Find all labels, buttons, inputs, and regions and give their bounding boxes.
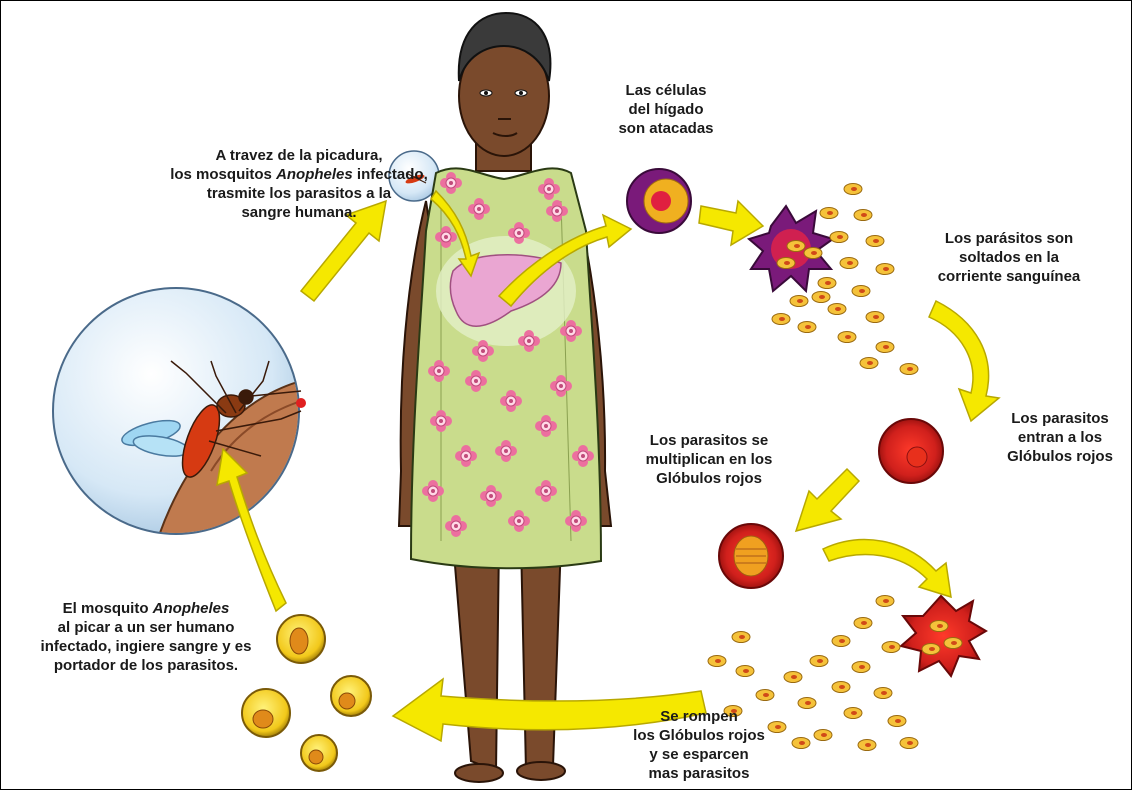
liver-cell-icon	[627, 169, 691, 233]
label-liver: Las células del hígado son atacadas	[601, 81, 731, 138]
label-bite-line1: A travez de la picadura,	[119, 146, 479, 165]
label-enter-rbc-line1: Los parasitos	[993, 409, 1127, 428]
label-mosquito-ingest-line3: infectado, ingiere sangre y es	[21, 637, 271, 656]
arrow-to-multiply	[796, 469, 859, 531]
label-multiply-line2: multiplican en los	[629, 450, 789, 469]
label-multiply: Los parasitos se multiplican en los Glób…	[629, 431, 789, 488]
arrow-to-rbc	[929, 301, 999, 421]
label-bite: A travez de la picadura, los mosquitos A…	[119, 146, 479, 222]
label-mosquito-ingest-line4: portador de los parasitos.	[21, 656, 271, 675]
arrow-to-rbc-burst	[823, 540, 951, 597]
label-enter-rbc-line2: entran a los	[993, 428, 1127, 447]
label-released: Los parásitos son soltados en la corrien…	[919, 229, 1099, 286]
label-burst: Se rompen los Glóbulos rojos y se esparc…	[609, 707, 789, 783]
label-bite-line3: trasmite los parasitos a la	[119, 184, 479, 203]
label-multiply-line3: Glóbulos rojos	[629, 469, 789, 488]
label-mosquito-ingest: El mosquito Anopheles al picar a un ser …	[21, 599, 271, 675]
label-liver-line3: son atacadas	[601, 119, 731, 138]
bursting-red-blood-cell-icon	[901, 596, 986, 676]
red-blood-cell-icon	[879, 419, 943, 483]
label-burst-line4: mas parasitos	[609, 764, 789, 783]
label-bite-line4: sangre humana.	[119, 203, 479, 222]
label-enter-rbc-line3: Glóbulos rojos	[993, 447, 1127, 466]
label-released-line2: soltados en la	[919, 248, 1099, 267]
label-burst-line1: Se rompen	[609, 707, 789, 726]
label-multiply-line1: Los parasitos se	[629, 431, 789, 450]
label-bite-line2: los mosquitos Anopheles infectado,	[119, 165, 479, 184]
label-released-line1: Los parásitos son	[919, 229, 1099, 248]
label-enter-rbc: Los parasitos entran a los Glóbulos rojo…	[993, 409, 1127, 466]
label-mosquito-ingest-line2: al picar a un ser humano	[21, 618, 271, 637]
label-burst-line3: y se esparcen	[609, 745, 789, 764]
infected-person-illustration	[399, 13, 611, 782]
infected-red-blood-cell-icon	[719, 524, 783, 588]
label-liver-line2: del hígado	[601, 100, 731, 119]
label-released-line3: corriente sanguínea	[919, 267, 1099, 286]
label-liver-line1: Las células	[601, 81, 731, 100]
label-burst-line2: los Glóbulos rojos	[609, 726, 789, 745]
bursting-liver-cell-icon	[749, 206, 833, 291]
label-mosquito-ingest-line1: El mosquito Anopheles	[21, 599, 271, 618]
mosquito-bubble	[53, 288, 321, 561]
